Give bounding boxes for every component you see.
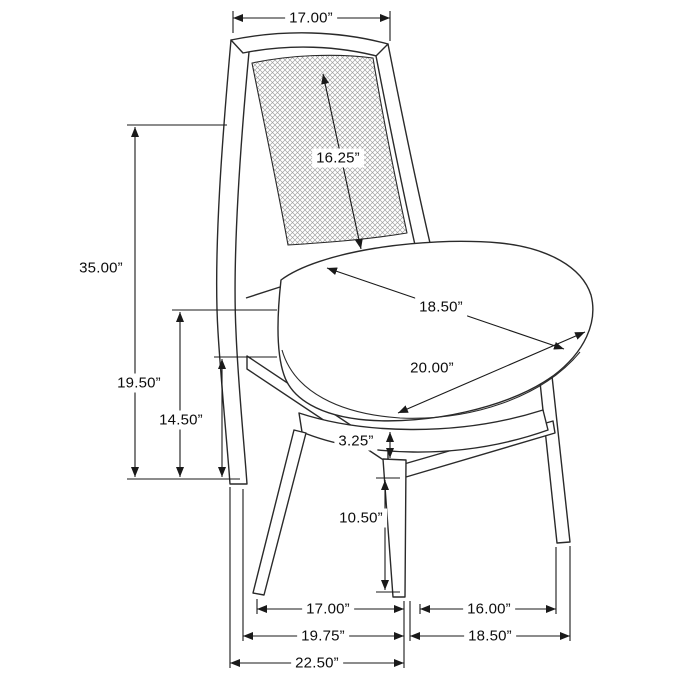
dim-leg-height: [376, 477, 400, 593]
back-seat-joint: [245, 286, 281, 299]
dim-seat-height: [172, 309, 277, 477]
dim-overall-height: [127, 124, 240, 480]
front-left-leg: [252, 429, 307, 596]
front-right-leg: [382, 458, 407, 598]
backrest-top-rail: [230, 32, 389, 59]
back-right-leg: [539, 375, 571, 544]
dim-label-seat-rail-thickness: 3.25”: [334, 431, 378, 451]
dim-label-overall-height: 35.00”: [75, 258, 127, 278]
dim-label-base-depth: 19.75”: [297, 626, 349, 646]
dim-label-overall-depth: 22.50”: [291, 653, 343, 673]
dim-label-front-leg-spacing: 17.00”: [302, 599, 354, 619]
dim-label-side-leg-spacing: 16.00”: [463, 599, 515, 619]
dim-label-base-width: 18.50”: [464, 626, 516, 646]
chair-drawing: [215, 32, 594, 598]
dimension-line: [397, 331, 586, 414]
dim-label-seat-height: 19.50”: [113, 373, 165, 393]
dim-label-leg-height: 10.50”: [335, 508, 387, 528]
dim-label-back-panel-height: 16.25”: [312, 148, 364, 168]
dim-label-stretcher-height: 14.50”: [155, 410, 207, 430]
dim-label-top-back-width: 17.00”: [285, 8, 337, 28]
dim-seat-width: [397, 331, 586, 414]
dim-label-seat-width: 20.00”: [406, 358, 458, 378]
dim-stretcher-height: [214, 356, 277, 477]
dim-label-seat-depth: 18.50”: [415, 297, 467, 317]
